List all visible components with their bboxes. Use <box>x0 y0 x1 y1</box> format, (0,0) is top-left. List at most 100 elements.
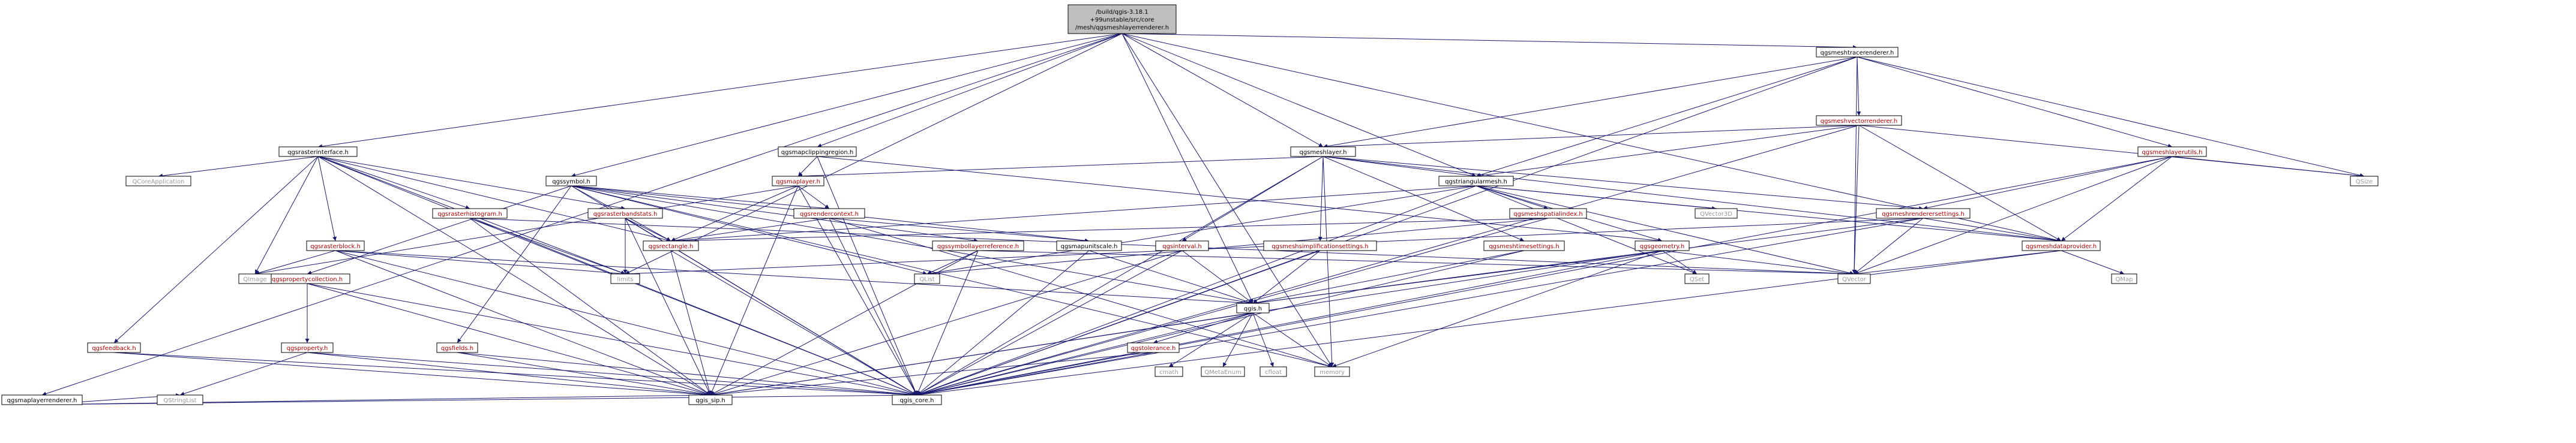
node-box <box>1816 47 1899 58</box>
node-property[interactable]: qgsproperty.h <box>281 342 334 353</box>
node-rasterblock[interactable]: qgsrasterblock.h <box>306 240 365 251</box>
node-qgis[interactable]: qgis.h <box>1236 303 1270 314</box>
node-QMap: QMap <box>2111 273 2137 284</box>
node-box <box>1236 303 1270 314</box>
edge-maplayer-to-qgis_core <box>797 185 917 396</box>
node-root[interactable]: /build/qgis-3.18.1+99unstable/src/core/m… <box>1067 4 1177 34</box>
node-meshtimesettings[interactable]: qgsmeshtimesettings.h <box>1483 240 1565 251</box>
node-label: qgsmeshlayer.h <box>1299 149 1347 156</box>
node-mapunitscale[interactable]: qgsmapunitscale.h <box>1056 240 1122 251</box>
node-label: QStringList <box>163 397 196 404</box>
node-box <box>914 273 940 284</box>
node-box <box>2350 176 2379 186</box>
edge-meshspatialindex-to-rectangle <box>670 218 1549 243</box>
node-label: qgspropertycollection.h <box>272 276 343 283</box>
edge-meshvector-to-meshlayer <box>1323 125 1860 149</box>
edge-maplayerrenderer-to-qgis_sip <box>41 393 711 405</box>
node-QVector: QVector <box>1837 273 1871 284</box>
node-rasterinterface[interactable]: qgsrasterinterface.h <box>278 146 358 157</box>
node-meshtrace[interactable]: qgsmeshtracerenderer.h <box>1816 47 1899 58</box>
edge-meshlayerutils-to-meshdataprovider <box>2061 156 2173 242</box>
node-box <box>1635 240 1690 251</box>
node-label: qgstriangularmesh.h <box>1445 179 1507 185</box>
edge-rasterinterface-to-QCoreApplication <box>158 156 319 178</box>
edge-meshtrace-to-QVector <box>1852 56 1858 275</box>
node-box <box>1509 208 1587 219</box>
node-fields[interactable]: qgsfields.h <box>436 342 478 353</box>
node-qgis_core[interactable]: qgis_core.h <box>892 394 942 405</box>
node-meshrenderersettings[interactable]: qgsmeshrenderersettings.h <box>1876 208 1971 219</box>
node-interval[interactable]: qgsinterval.h <box>1155 240 1209 251</box>
edge-meshlayer-to-qgis_core <box>916 156 1324 396</box>
node-label: qgis_sip.h <box>695 397 725 404</box>
node-meshvector[interactable]: qgsmeshvectorrenderer.h <box>1816 115 1902 126</box>
node-QImage: QImage <box>238 273 272 284</box>
node-label: qgsrendercontext.h <box>800 211 859 218</box>
edge-root-to-meshdataprovider <box>1121 33 2062 242</box>
edge-trimesh-to-QSet <box>1476 185 1698 275</box>
node-memory: memory <box>1314 366 1350 377</box>
edge-interval-to-qgis_sip <box>710 250 1183 396</box>
node-meshlayerutils[interactable]: qgsmeshlayerutils.h <box>2137 146 2207 157</box>
node-qgis_sip[interactable]: qgis_sip.h <box>688 394 733 405</box>
edge-root-to-maplayerrenderer <box>41 33 1123 396</box>
node-mapclip[interactable]: qgsmapclippingregion.h <box>778 146 857 157</box>
node-symbollayerref[interactable]: qgssymbollayerreference.h <box>932 240 1024 251</box>
edge-qgis-to-qgis_sip <box>710 312 1253 397</box>
node-geometry[interactable]: qgsgeometry.h <box>1635 240 1690 251</box>
node-tolerance[interactable]: qgstolerance.h <box>1127 342 1180 353</box>
edge-meshlayerutils-to-QSize <box>2172 156 2365 178</box>
edge-rendercontext-to-memory <box>829 218 1333 368</box>
edge-meshlayerutils-to-meshrenderersettings <box>1923 156 2173 210</box>
node-box <box>1290 146 1356 157</box>
edge-rectangle-to-qgis_core <box>670 250 917 396</box>
node-box <box>1067 4 1177 34</box>
node-meshspatialindex[interactable]: qgsmeshspatialindex.h <box>1509 208 1587 219</box>
node-label: QImage <box>243 276 266 283</box>
node-box <box>1695 208 1738 219</box>
edge-meshlayer-to-meshdataprovider <box>1323 156 2062 243</box>
node-box <box>688 394 733 405</box>
node-maplayerrenderer[interactable]: qgsmaplayerrenderer.h <box>1 394 83 405</box>
edge-qgis-to-cmath <box>1168 312 1253 367</box>
node-trimesh[interactable]: qgstriangularmesh.h <box>1438 176 1514 186</box>
edge-meshtimesettings-to-qgis <box>1252 250 1525 305</box>
node-meshsimplify[interactable]: qgsmeshsimplificationsettings.h <box>1263 240 1377 251</box>
node-box <box>1127 342 1180 353</box>
node-rasterbandstats[interactable]: qgsrasterbandstats.h <box>587 208 663 219</box>
node-feedback[interactable]: qgsfeedback.h <box>87 342 141 353</box>
node-QSize: QSize <box>2350 176 2379 186</box>
node-box <box>281 342 334 353</box>
edge-meshtrace-to-trimesh <box>1476 56 1858 177</box>
edge-rasterinterface-to-qgis_sip <box>317 156 711 396</box>
node-propcollection[interactable]: qgspropertycollection.h <box>264 273 350 284</box>
node-label: qgis_core.h <box>900 397 934 404</box>
edge-symbol-to-qgis <box>571 185 1253 305</box>
node-meshlayer[interactable]: qgsmeshlayer.h <box>1290 146 1356 157</box>
edge-rectangle-to-qgis_sip <box>670 250 712 396</box>
node-box <box>587 208 663 219</box>
node-meshdataprovider[interactable]: qgsmeshdataprovider.h <box>2022 240 2101 251</box>
node-label: QList <box>919 276 934 283</box>
node-rasterhistogram[interactable]: qgsrasterhistogram.h <box>432 208 508 219</box>
node-label: qgsrasterblock.h <box>310 243 361 250</box>
edge-tolerance-to-qgis_core <box>916 352 1154 397</box>
edge-mapclip-to-maplayer <box>797 156 818 177</box>
edge-interval-to-qgis <box>1181 250 1253 304</box>
node-rendercontext[interactable]: qgsrendercontext.h <box>793 208 865 219</box>
edge-rasterblock-to-limits <box>335 250 626 276</box>
edge-qgis-to-qgis_core <box>916 312 1253 396</box>
node-label: qgsmeshspatialindex.h <box>1513 211 1583 218</box>
edge-symbol-to-rendercontext <box>571 185 830 210</box>
edge-symbol-to-memory <box>571 185 1333 368</box>
node-symbol[interactable]: qgssymbol.h <box>545 176 597 186</box>
node-box <box>1438 176 1514 186</box>
node-maplayer[interactable]: qgsmaplayer.h <box>772 176 824 186</box>
edge-root-to-rasterinterface <box>317 33 1123 149</box>
node-box <box>1876 208 1971 219</box>
edge-qgis-to-QMetaEnum <box>1222 312 1253 367</box>
node-rectangle[interactable]: qgsrectangle.h <box>643 240 699 251</box>
node-label: memory <box>1320 369 1345 376</box>
node-limits: limits <box>610 273 640 284</box>
